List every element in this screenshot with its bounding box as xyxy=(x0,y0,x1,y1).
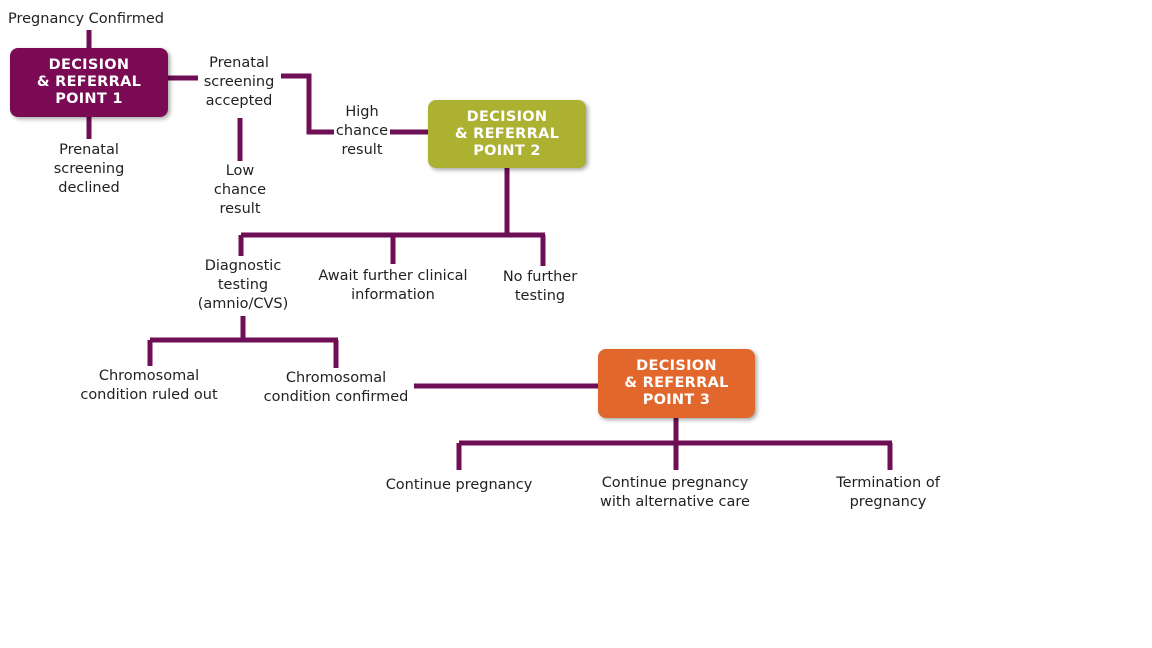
ruled-out-label: Chromosomal condition ruled out xyxy=(80,368,218,403)
await-info-label: Await further clinical information xyxy=(318,268,468,303)
diagnostic-testing-label: Diagnostic testing (amnio/CVS) xyxy=(197,258,289,312)
continue-pregnancy-label: Continue pregnancy xyxy=(385,477,533,493)
low-chance-label: Low chance result xyxy=(213,163,267,217)
decision-point-1-box: DECISION & REFERRAL POINT 1 xyxy=(10,48,168,117)
continue-alt-care-label: Continue pregnancy with alternative care xyxy=(600,475,750,510)
confirmed-label: Chromosomal condition confirmed xyxy=(263,370,409,405)
termination-label: Termination of pregnancy xyxy=(836,475,940,510)
decision-point-2-box: DECISION & REFERRAL POINT 2 xyxy=(428,100,586,168)
connector-accepted-to-high xyxy=(281,73,334,135)
screening-declined-label: Prenatal screening declined xyxy=(53,142,125,196)
decision-point-3-box: DECISION & REFERRAL POINT 3 xyxy=(598,349,755,418)
screening-accepted-label: Prenatal screening accepted xyxy=(203,55,275,109)
high-chance-label: High chance result xyxy=(335,104,389,158)
pregnancy-confirmed-label: Pregnancy Confirmed xyxy=(8,11,164,27)
no-further-testing-label: No further testing xyxy=(502,269,578,304)
